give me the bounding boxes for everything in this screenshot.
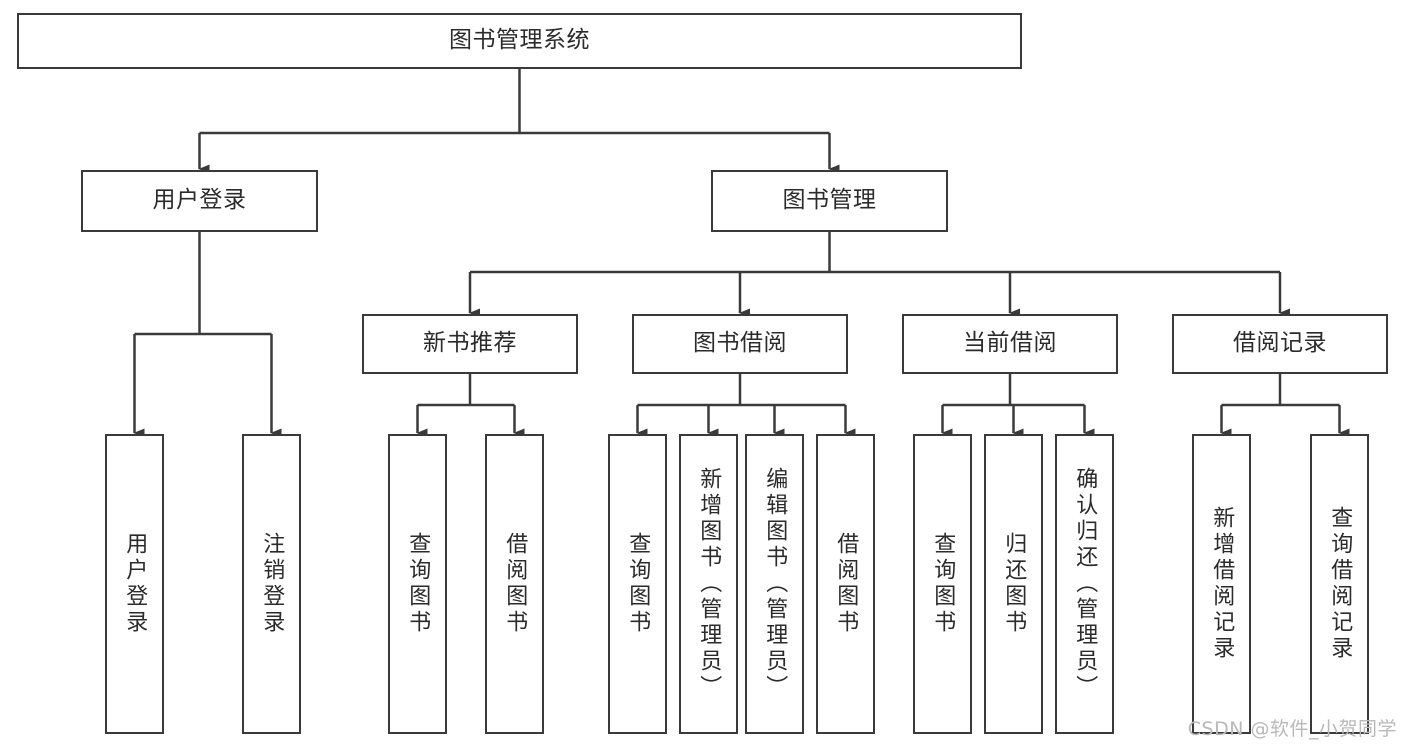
node-leaf-borrow-book-2[interactable]: 借阅图书 [816,434,875,734]
node-current-borrow[interactable]: 当前借阅 [902,314,1118,374]
node-label: 查询借阅记录 [1327,506,1353,662]
node-label: 借阅图书 [502,532,528,636]
node-label: 新书推荐 [423,330,517,357]
node-user-login[interactable]: 用户登录 [81,170,318,232]
node-leaf-return-book[interactable]: 归还图书 [984,434,1043,734]
node-label: 确认归还（管理员） [1072,467,1098,701]
node-leaf-query-book-3[interactable]: 查询图书 [913,434,972,734]
node-book-borrow[interactable]: 图书借阅 [632,314,848,374]
node-book-manage[interactable]: 图书管理 [711,170,948,232]
watermark: CSDN @软件_小贺同学 [1187,718,1397,740]
node-label: 新增图书（管理员） [696,467,722,701]
node-leaf-add-book-admin[interactable]: 新增图书（管理员） [679,434,738,734]
node-label: 查询图书 [405,532,431,636]
node-label: 新增借阅记录 [1209,506,1235,662]
node-label: 查询图书 [625,532,651,636]
node-label: 图书管理 [782,187,877,214]
node-label: 查询图书 [930,532,956,636]
node-leaf-query-book-1[interactable]: 查询图书 [388,434,447,734]
node-label: 借阅图书 [833,532,859,636]
node-label: 当前借阅 [963,330,1057,357]
node-label: 图书借阅 [693,330,787,357]
node-borrow-record[interactable]: 借阅记录 [1172,314,1388,374]
node-leaf-query-borrow-record[interactable]: 查询借阅记录 [1310,434,1369,734]
node-root[interactable]: 图书管理系统 [17,13,1022,69]
node-label: 用户登录 [152,187,247,214]
node-leaf-query-book-2[interactable]: 查询图书 [608,434,667,734]
node-label: 归还图书 [1001,532,1027,636]
node-label: 用户登录 [122,532,148,636]
node-new-book-recommend[interactable]: 新书推荐 [362,314,578,374]
node-leaf-logout-login[interactable]: 注销登录 [242,434,301,734]
node-label: 编辑图书（管理员） [762,467,788,701]
node-leaf-borrow-book-1[interactable]: 借阅图书 [485,434,544,734]
node-leaf-confirm-return-admin[interactable]: 确认归还（管理员） [1055,434,1114,734]
node-label: 借阅记录 [1233,330,1327,357]
node-label: 图书管理系统 [449,27,590,54]
node-leaf-edit-book-admin[interactable]: 编辑图书（管理员） [745,434,804,734]
node-leaf-user-login[interactable]: 用户登录 [105,434,164,734]
node-leaf-add-borrow-record[interactable]: 新增借阅记录 [1192,434,1251,734]
node-label: 注销登录 [259,532,285,636]
